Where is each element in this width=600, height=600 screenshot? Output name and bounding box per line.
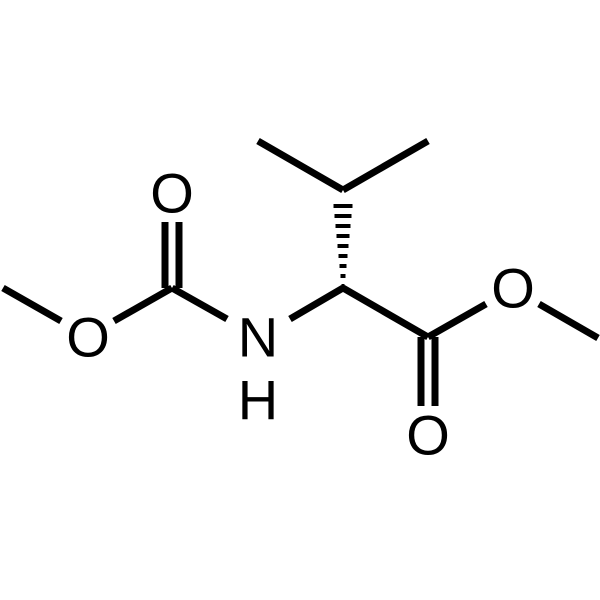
stereo-hash-bond bbox=[333, 204, 353, 288]
bond-ch-to-ch3-right bbox=[341, 137, 430, 194]
atom-h: H bbox=[238, 369, 278, 432]
bond-ester-c-to-o bbox=[426, 300, 488, 341]
bond-n-to-carbamate-carbon bbox=[170, 284, 229, 323]
bond-o-to-methyl-left bbox=[1, 284, 63, 325]
bond-alpha-to-ester-carbon bbox=[341, 284, 430, 341]
bond-o-to-methyl-right bbox=[537, 300, 600, 342]
atom-n: N bbox=[238, 306, 278, 369]
bond-ch3-left-to-ch bbox=[256, 137, 345, 194]
bond-alpha-to-n bbox=[288, 284, 345, 323]
bond-carbamate-c-to-o bbox=[112, 284, 174, 325]
atom-o-carbonyl-bottom: O bbox=[406, 404, 450, 467]
atom-o-ester-left: O bbox=[66, 306, 110, 369]
atom-o-carbonyl-top: O bbox=[150, 162, 194, 225]
atom-o-ester-right: O bbox=[491, 257, 535, 320]
